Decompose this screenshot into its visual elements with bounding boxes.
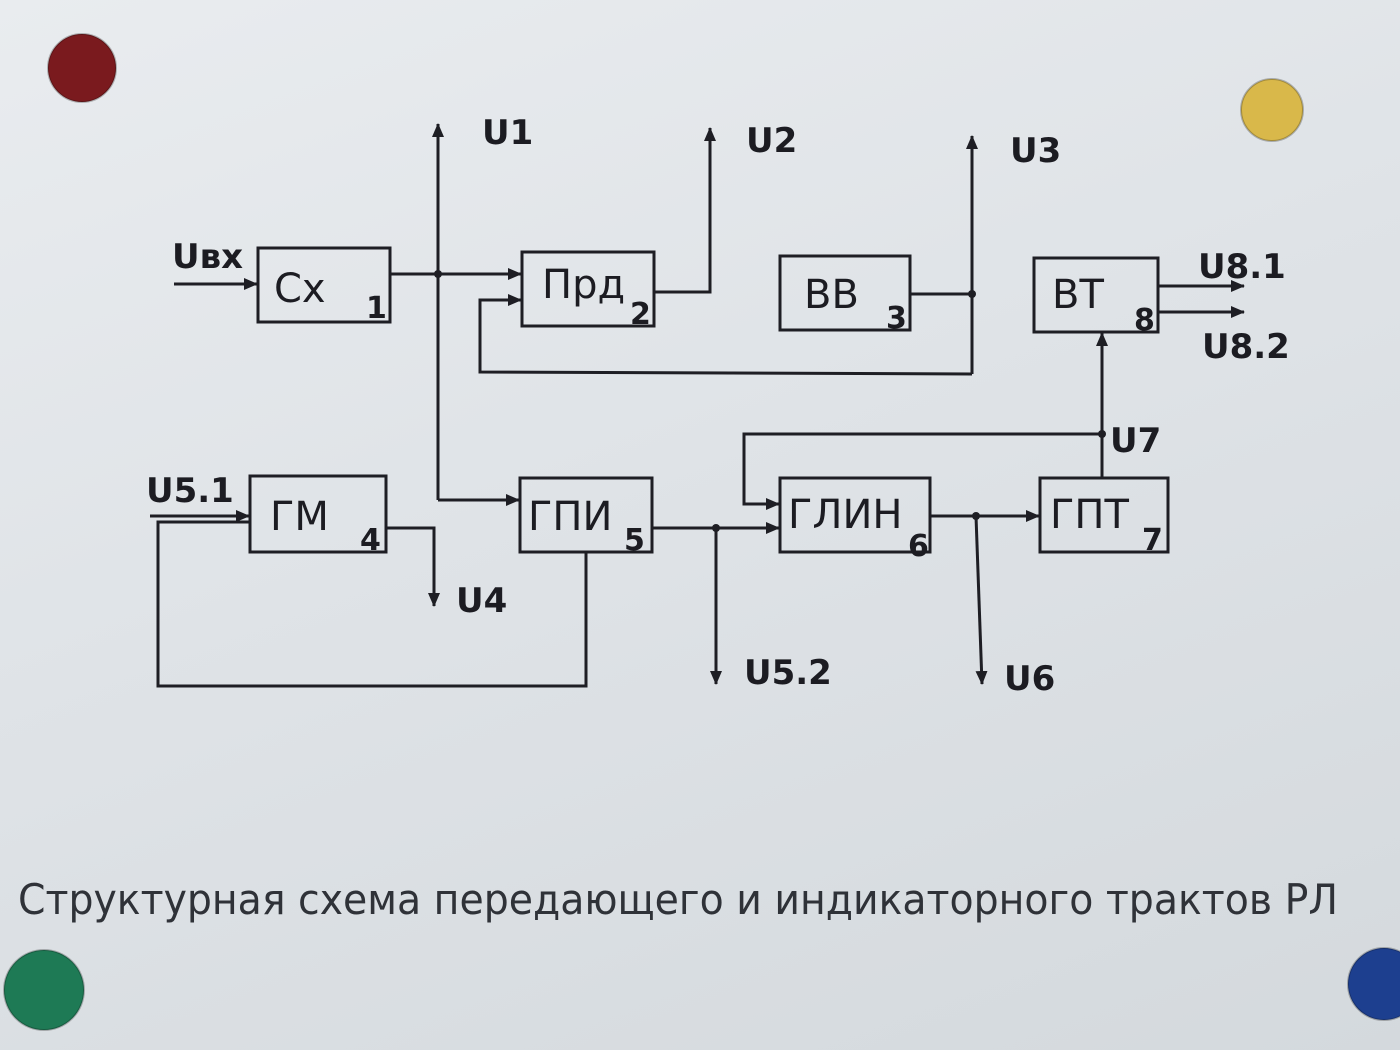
green-magnet	[3, 949, 85, 1031]
junction-u6	[972, 512, 980, 520]
wire-gpi-gm-loop	[156, 520, 588, 688]
block-gpt-name: ГПТ	[1050, 492, 1129, 538]
junction-u52	[712, 524, 720, 532]
signal-u81-label: U8.1	[1198, 247, 1286, 287]
block-gpi-number: 5	[624, 523, 645, 558]
block-glin-name: ГЛИН	[788, 492, 902, 538]
signal-u7-label: U7	[1110, 421, 1161, 461]
block-sx-number: 1	[366, 291, 387, 326]
block-sx-name: Сх	[274, 266, 326, 312]
junction-u1	[434, 270, 442, 278]
block-prd-number: 2	[630, 297, 651, 332]
wire-u7-glin-feedback	[742, 432, 1102, 510]
red-magnet	[47, 33, 117, 103]
junction-u7	[1098, 430, 1106, 438]
block-gpi-name: ГПИ	[528, 494, 612, 540]
block-vt: ВТ 8	[1032, 256, 1160, 338]
block-gm: ГМ 4	[248, 474, 388, 558]
block-gm-number: 4	[360, 523, 381, 558]
blue-magnet	[1347, 947, 1400, 1021]
signal-u51-label: U5.1	[146, 471, 234, 511]
block-glin-number: 6	[908, 529, 929, 564]
block-vv: ВВ 3	[778, 254, 912, 336]
signal-u52-label: U5.2	[744, 653, 832, 693]
block-gpt: ГПТ 7	[1038, 476, 1170, 558]
wire-u6	[974, 515, 988, 685]
block-prd: Прд 2	[520, 250, 656, 332]
signal-u82-label: U8.2	[1202, 327, 1290, 367]
block-glin: ГЛИН 6	[778, 476, 932, 564]
block-sx: Сх 1	[256, 246, 392, 326]
block-prd-name: Прд	[542, 262, 625, 308]
wire-vv-prd-feedback	[478, 294, 973, 376]
block-vt-number: 8	[1134, 303, 1155, 338]
signal-u3-label: U3	[1010, 131, 1061, 171]
block-vt-name: ВТ	[1052, 272, 1104, 318]
wire-u4	[386, 526, 440, 607]
block-gm-name: ГМ	[270, 494, 329, 540]
block-gpi: ГПИ 5	[518, 476, 654, 558]
signal-u4-label: U4	[456, 581, 507, 621]
block-gpt-number: 7	[1142, 523, 1163, 558]
diagram-caption: Структурная схема передающего и индикато…	[18, 875, 1338, 924]
signal-uin-label: Uвх	[172, 237, 243, 277]
yellow-magnet	[1240, 78, 1304, 142]
junction-u3	[968, 290, 976, 298]
signal-u1-label: U1	[482, 113, 533, 153]
block-vv-number: 3	[886, 301, 907, 336]
block-vv-name: ВВ	[804, 272, 859, 318]
signal-u2-label: U2	[746, 121, 797, 161]
signal-u6-label: U6	[1004, 659, 1055, 699]
wire-u2	[654, 127, 716, 294]
